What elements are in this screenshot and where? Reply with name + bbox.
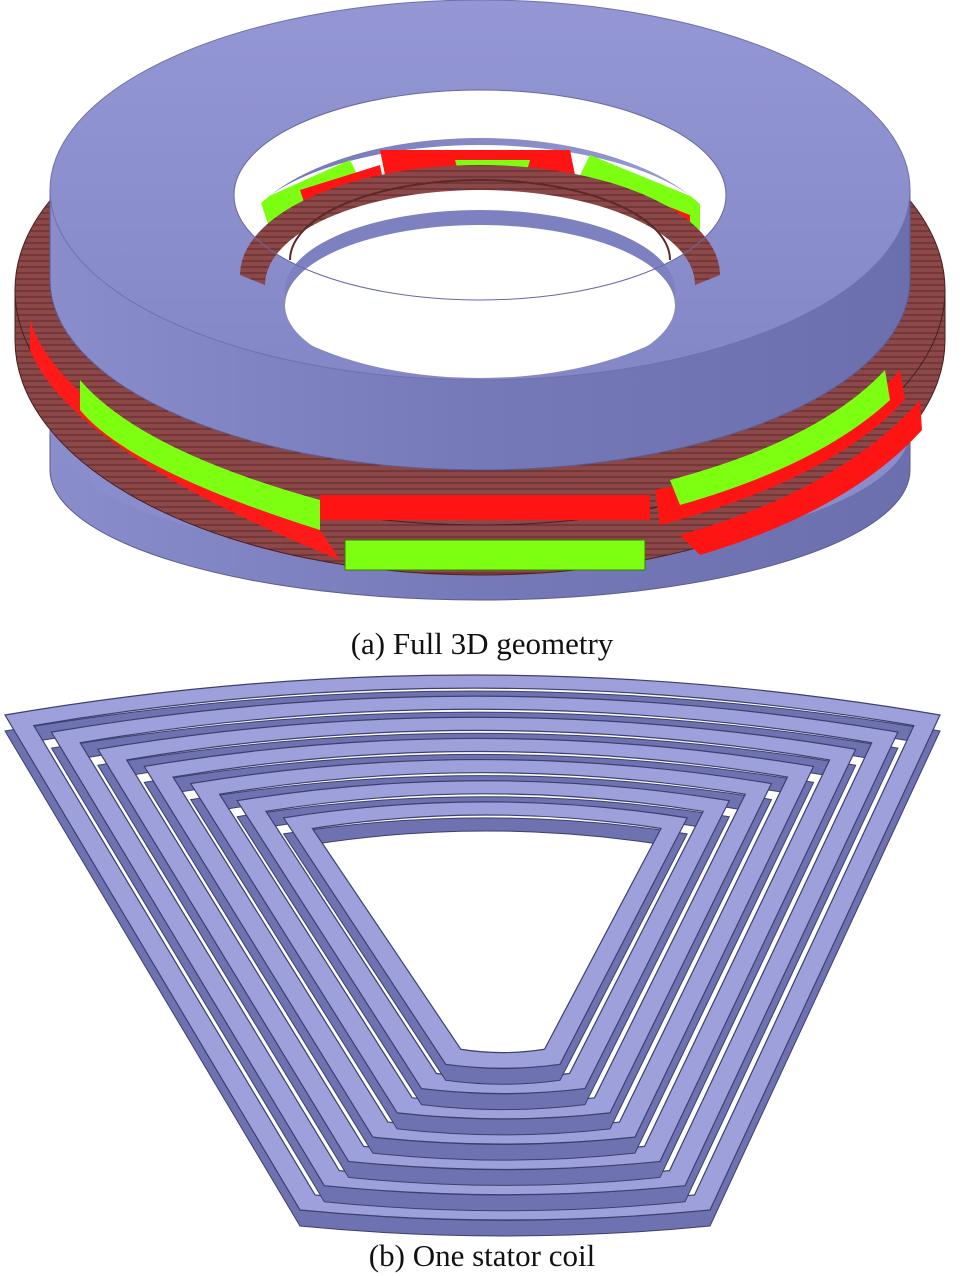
panel-b-stator-coil bbox=[4, 674, 941, 1237]
inner-hole-view bbox=[234, 138, 726, 378]
rotor-disk-top bbox=[49, 0, 911, 471]
caption-b: (b) One stator coil bbox=[368, 1238, 596, 1273]
magnets-lower-band bbox=[30, 320, 922, 571]
coil-turn-7 bbox=[282, 801, 689, 1069]
panel-a-full-geometry bbox=[14, 0, 946, 601]
caption-a: (a) Full 3D geometry bbox=[350, 626, 614, 661]
